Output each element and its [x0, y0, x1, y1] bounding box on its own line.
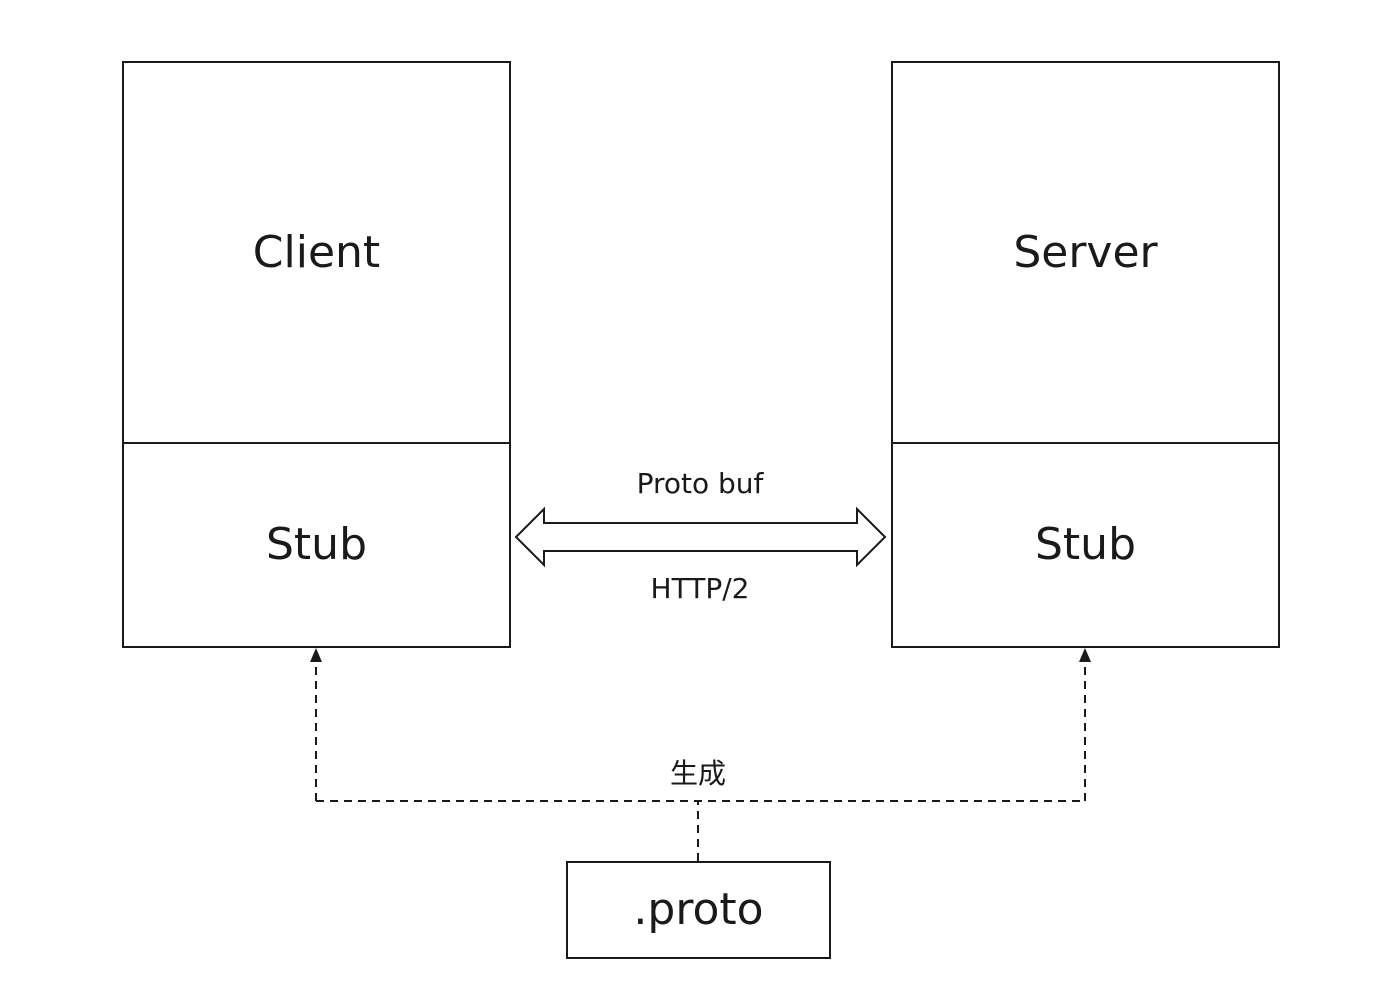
client-title: Client — [252, 227, 381, 278]
client-stub-label: Stub — [266, 519, 367, 570]
proto-file-box: .proto — [566, 861, 831, 959]
server-title: Server — [1013, 227, 1158, 278]
server-box: Server — [891, 61, 1280, 445]
generation-lines — [315, 662, 1086, 861]
generate-label: 生成 — [669, 757, 727, 790]
bidirectional-arrow — [514, 506, 887, 568]
client-stub-box: Stub — [122, 442, 511, 648]
proto-file-label: .proto — [633, 884, 764, 935]
client-box: Client — [122, 61, 511, 445]
server-stub-label: Stub — [1035, 519, 1136, 570]
server-stub-box: Stub — [891, 442, 1280, 648]
http2-label: HTTP/2 — [650, 572, 750, 605]
arrowhead-client-stub — [310, 648, 322, 662]
protobuf-label: Proto buf — [636, 467, 764, 500]
arrowhead-server-stub — [1079, 648, 1091, 662]
